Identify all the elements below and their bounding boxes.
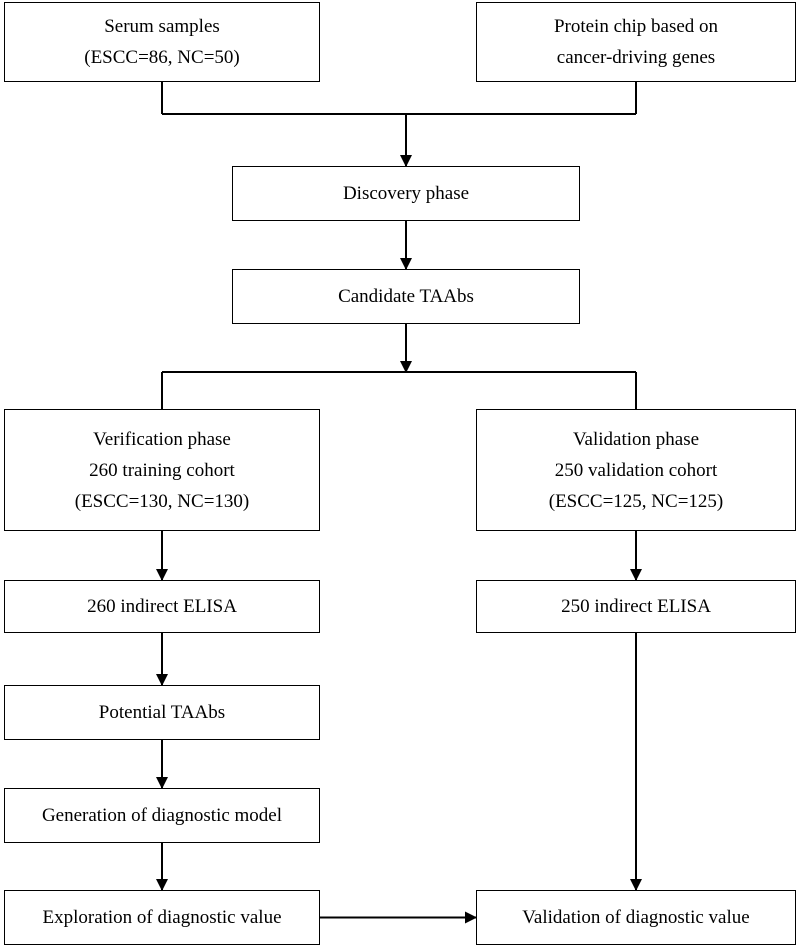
- serum-samples-box: Serum samples (ESCC=86, NC=50): [4, 2, 320, 82]
- verification-phase-box: Verification phase 260 training cohort (…: [4, 409, 320, 531]
- validation-phase-line-2: 250 validation cohort: [554, 459, 718, 481]
- verification-phase-line-3: (ESCC=130, NC=130): [74, 490, 250, 512]
- validation-value-line-1: Validation of diagnostic value: [522, 907, 750, 928]
- generation-model-box: Generation of diagnostic model: [4, 788, 320, 843]
- exploration-value-box: Exploration of diagnostic value: [4, 890, 320, 945]
- serum-samples-line-1: Serum samples: [104, 16, 220, 37]
- connectors-layer: [156, 82, 642, 924]
- validation-phase-box: Validation phase 250 validation cohort (…: [476, 409, 796, 531]
- elisa-260-line-1: 260 indirect ELISA: [87, 596, 237, 617]
- discovery-phase-box: Discovery phase: [232, 166, 580, 221]
- protein-chip-line-2: cancer-driving genes: [556, 47, 716, 68]
- potential-taabs-line-1: Potential TAAbs: [98, 702, 226, 723]
- candidate-taabs-line-1: Candidate TAAbs: [338, 286, 474, 307]
- validation-phase-line-1: Validation phase: [572, 428, 700, 450]
- validation-phase-line-3: (ESCC=125, NC=125): [548, 490, 724, 512]
- exploration-value-line-1: Exploration of diagnostic value: [42, 907, 282, 928]
- protein-chip-line-1: Protein chip based on: [553, 16, 719, 37]
- candidate-taabs-box: Candidate TAAbs: [232, 269, 580, 324]
- serum-samples-line-2: (ESCC=86, NC=50): [84, 47, 240, 68]
- potential-taabs-box: Potential TAAbs: [4, 685, 320, 740]
- elisa-250-box: 250 indirect ELISA: [476, 580, 796, 633]
- elisa-250-line-1: 250 indirect ELISA: [561, 596, 711, 617]
- verification-phase-line-2: 260 training cohort: [89, 459, 235, 481]
- validation-value-box: Validation of diagnostic value: [476, 890, 796, 945]
- verification-phase-line-1: Verification phase: [93, 428, 231, 450]
- generation-model-line-1: Generation of diagnostic model: [41, 805, 283, 826]
- discovery-phase-line-1: Discovery phase: [342, 183, 470, 204]
- elisa-260-box: 260 indirect ELISA: [4, 580, 320, 633]
- protein-chip-box: Protein chip based on cancer-driving gen…: [476, 2, 796, 82]
